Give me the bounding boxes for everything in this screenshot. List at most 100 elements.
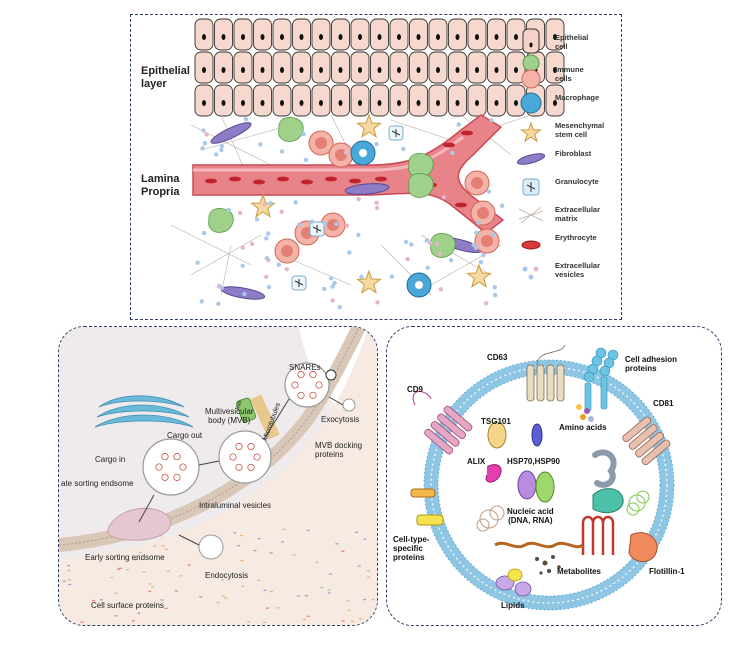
extracellular-vesicle [284,267,289,272]
extracellular-vesicle [438,287,444,292]
epithelial-cell [467,18,487,51]
epithelial-cell [448,51,467,84]
extracellular-particle [138,551,142,553]
extracellular-particle [302,618,306,620]
extracellular-vesicle [424,238,429,243]
fibroblast [344,183,390,195]
mesenchymal-stem-cell [356,113,382,138]
extracellular-particle [304,595,308,597]
tsg101-adjacent-protein [531,423,543,447]
extracellular-particle [253,549,257,552]
extracellular-particle [335,543,339,545]
mvb-docking-label: MVB docking proteins [315,441,362,459]
extracellular-vesicle [264,236,269,241]
green-coil-icon [626,490,650,516]
extracellular-vesicle [456,122,461,127]
extracellular-vesicle [490,232,496,237]
cd9-label: CD9 [407,385,424,394]
extracellular-particle [166,570,170,572]
epithelial-cell [428,84,448,117]
gray-protein [592,449,617,488]
legend-item-label: Fibroblast [555,149,591,158]
epithelial-cell [370,84,389,117]
extracellular-vesicle [471,242,476,247]
extracellular-vesicle [425,265,430,270]
extracellular-vesicle [332,280,337,286]
extracellular-particle [80,621,84,623]
biogenesis-illustration [59,327,377,625]
extracellular-particle [354,531,358,533]
epithelial-cell [506,84,526,117]
teal-protein [592,488,624,514]
extracellular-particle [199,596,203,598]
extracellular-particle [363,538,367,540]
epithelial-cell [233,18,253,51]
legend-label-line2: cell [555,42,568,51]
extracellular-particle [371,599,375,601]
extracellular-particle [327,592,331,594]
exocytosis-label: Exocytosis [321,415,360,424]
mesenchymal-stem-cell [466,263,492,288]
metabolites-icon [535,555,561,575]
extracellular-particle [292,554,296,556]
extracellular-vesicle [202,141,208,146]
extracellular-particle [357,565,361,567]
extracellular-vesicle [328,276,334,281]
epithelial-cell [487,18,506,51]
extracellular-vesicle [237,210,243,216]
extracellular-vesicle [356,232,361,238]
extracellular-vesicle [476,220,481,225]
extracellular-vesicle [279,209,284,214]
epithelial-cell [350,51,370,84]
extracellular-particle [315,561,319,563]
granulocyte [291,275,307,291]
celltype-line3: proteins [393,553,425,562]
tissue-illustration [170,18,565,310]
epithelial-cell [370,51,389,84]
extracellular-vesicle [437,251,443,256]
extracellular-vesicle [195,260,200,265]
extracellular-vesicle [219,143,225,149]
extracellular-vesicle [343,150,349,155]
erythrocyte [455,202,467,208]
extracellular-vesicle [216,301,221,306]
erythrocyte-icon [521,240,541,250]
extracellular-particle [142,571,146,573]
legend-label-line2: matrix [555,214,578,223]
extracellular-vesicle [262,202,267,207]
epithelial-cell-grid [194,18,565,117]
extracellular-vesicle [334,221,339,227]
amino-acids-label: Amino acids [559,423,607,432]
mvb-label: Multivesicular body (MVB) [205,407,253,425]
epithelial-cell [272,51,292,84]
epithelial-cell [233,51,253,84]
extracellular-vesicle [356,196,361,202]
epithelial-layer-label: Epithelial layer [141,65,190,91]
extracellular-particle [114,592,118,594]
lipids-icon [495,568,532,597]
epithelial-cell [214,84,233,117]
epithelial-cell [331,84,350,117]
immune-cell-icon [521,54,541,89]
macrophage [350,140,376,166]
extracellular-particle [347,609,351,611]
immune-cell [474,228,500,254]
extracellular-vesicle [266,231,271,236]
extracellular-particle [224,597,228,599]
extracellular-vesicle [435,241,440,247]
cell-type-specific-proteins [410,488,444,526]
epithelial-cell [506,18,526,51]
extracellular-vesicle [486,189,492,194]
immune-cell [308,130,334,156]
extracellular-vesicle [322,286,327,292]
extracellular-vesicle [204,132,209,137]
epithelial-cell [253,18,272,51]
extracellular-vesicle [473,245,479,250]
extracellular-vesicle [374,141,379,147]
extracellular-vesicle-dots [195,117,505,310]
epithelial-cell [253,84,272,117]
